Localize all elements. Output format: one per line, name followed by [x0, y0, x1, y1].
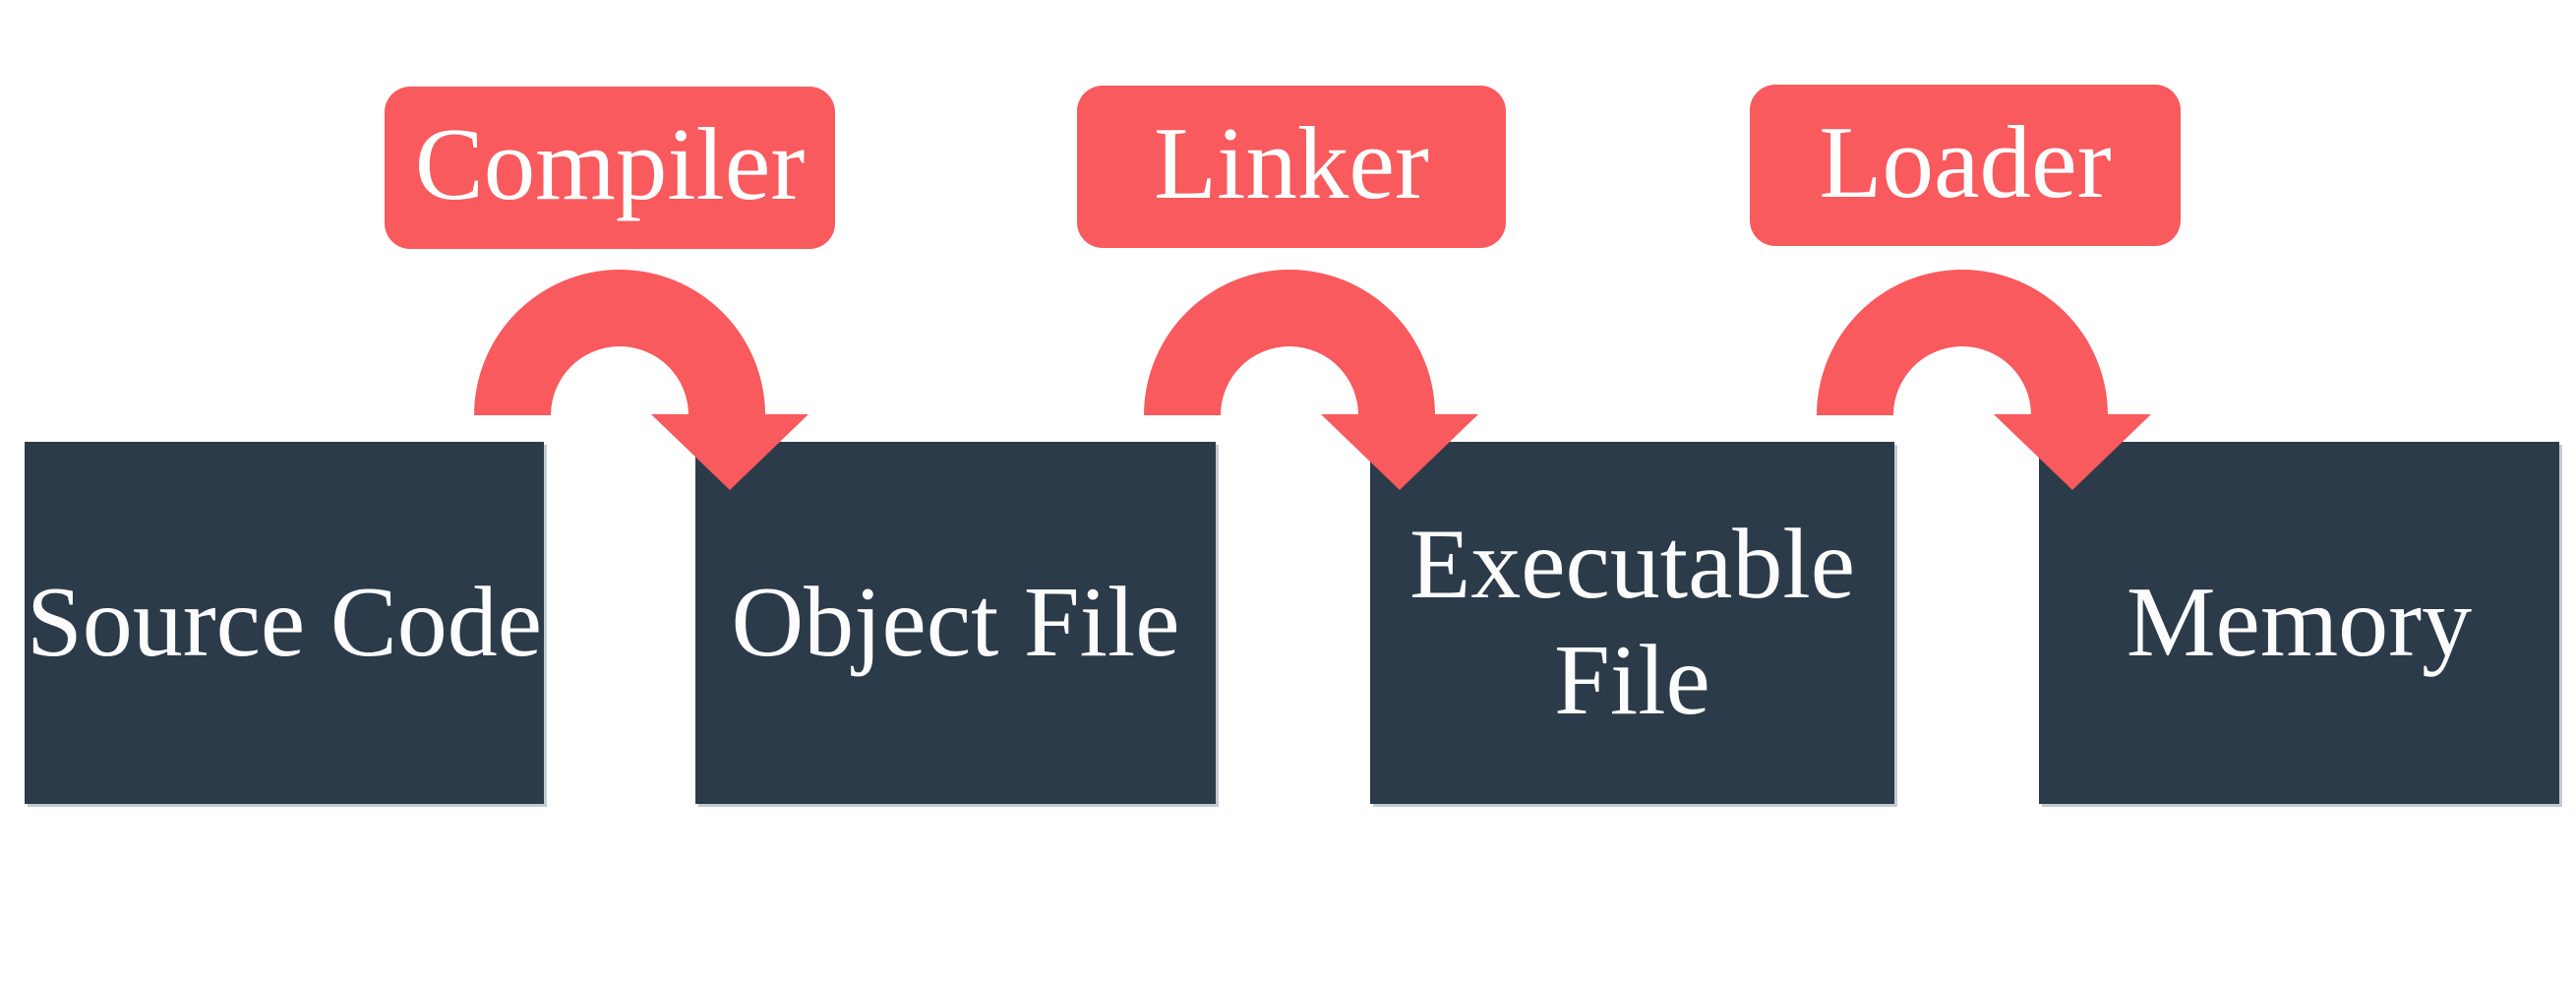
process-pill-compiler: Compiler [385, 87, 835, 249]
process-pill-loader: Loader [1750, 85, 2181, 246]
curved-arrow-object-to-executable [1144, 270, 1478, 490]
stage-box-memory: Memory [2039, 442, 2559, 804]
curved-arrow-icon [1144, 270, 1478, 490]
process-label-compiler: Compiler [414, 106, 806, 221]
curved-arrow-icon [474, 270, 809, 490]
process-label-linker: Linker [1154, 105, 1429, 220]
stage-label-object-file: Object File [731, 566, 1180, 678]
curved-arrow-source-to-object [474, 270, 809, 490]
stage-label-memory: Memory [2126, 566, 2473, 678]
stage-box-object-file: Object File [695, 442, 1216, 804]
stage-label-source-code: Source Code [26, 566, 543, 678]
process-pill-linker: Linker [1077, 86, 1506, 248]
stage-box-executable-file: Executable File [1370, 442, 1894, 804]
stage-label-executable-file: Executable File [1408, 508, 1856, 736]
stage-box-source-code: Source Code [25, 442, 544, 804]
curved-arrow-icon [1817, 270, 2151, 490]
process-label-loader: Loader [1819, 103, 2112, 219]
curved-arrow-executable-to-memory [1817, 270, 2151, 490]
